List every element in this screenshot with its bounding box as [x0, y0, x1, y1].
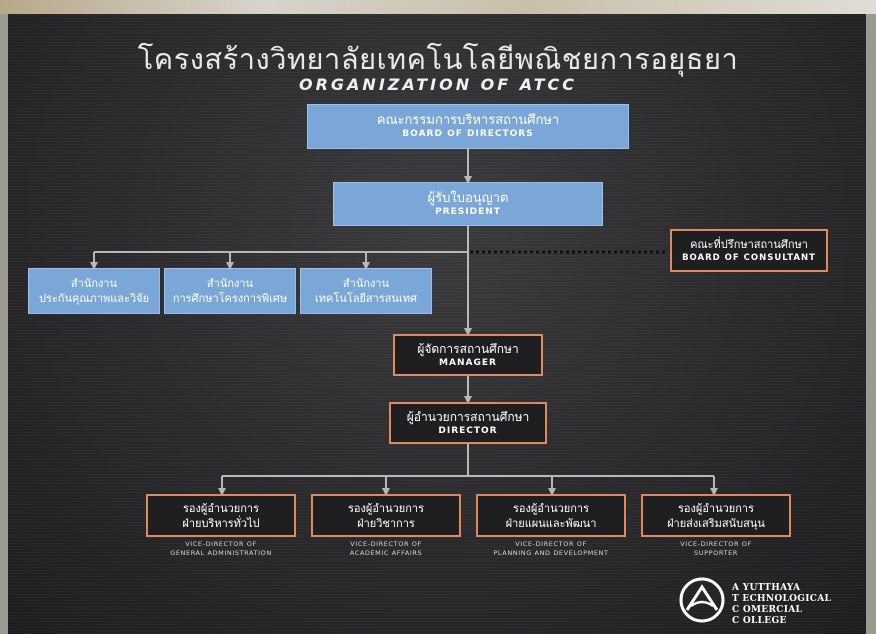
vice-director-general-admin-caption: VICE-DIRECTOR OF GENERAL ADMINISTRATION: [141, 540, 301, 558]
office-name: การศึกษาโครงการพิเศษ: [172, 292, 288, 305]
manager-box: ผู้จัดการสถานศึกษา MANAGER: [393, 334, 543, 376]
office-quality-research-box: สำนักงาน ประกันคุณภาพและวิจัย: [28, 268, 160, 314]
vice-director-planning-box: รองผู้อำนวยการ ฝ่ายแผนและพัฒนา: [476, 494, 626, 537]
office-special-projects-box: สำนักงาน การศึกษาโครงการพิเศษ: [164, 268, 296, 314]
manager-thai: ผู้จัดการสถานศึกษา: [417, 341, 519, 356]
office-name: ประกันคุณภาพและวิจัย: [38, 292, 150, 305]
vice-director-title: รองผู้อำนวยการ: [512, 501, 589, 515]
board-of-consultant-thai: คณะที่ปรึกษาสถานศึกษา: [690, 238, 808, 251]
caption-line: VICE-DIRECTOR OF: [680, 540, 752, 548]
caption-line: VICE-DIRECTOR OF: [185, 540, 257, 548]
board-of-directors-english: BOARD OF DIRECTORS: [402, 129, 534, 139]
chart-title-english: ORGANIZATION OF ATCC: [298, 75, 577, 94]
caption-line: GENERAL ADMINISTRATION: [170, 549, 272, 557]
president-thai: ผู้รับใบอนุญาต: [427, 190, 509, 206]
vice-director-academic-box: รองผู้อำนวยการ ฝ่ายวิชาการ: [311, 494, 461, 537]
board-of-directors-box: คณะกรรมการบริหารสถานศึกษา BOARD OF DIREC…: [307, 104, 629, 149]
vice-director-division: ฝ่ายแผนและพัฒนา: [505, 516, 597, 530]
vice-director-planning-caption: VICE-DIRECTOR OF PLANNING AND DEVELOPMEN…: [471, 540, 631, 558]
background-photo-strip: [0, 0, 876, 14]
board-of-directors-thai: คณะกรรมการบริหารสถานศึกษา: [376, 113, 560, 128]
vice-director-general-admin-box: รองผู้อำนวยการ ฝ่ายบริหารทั่วไป: [146, 494, 296, 537]
director-thai: ผู้อำนวยการสถานศึกษา: [406, 409, 530, 424]
board-of-consultant-box: คณะที่ปรึกษาสถานศึกษา BOARD OF CONSULTAN…: [670, 229, 828, 272]
caption-line: PLANNING AND DEVELOPMENT: [493, 549, 609, 557]
director-box: ผู้อำนวยการสถานศึกษา DIRECTOR: [389, 402, 547, 444]
president-box: ผู้รับใบอนุญาต PRESIDENT: [333, 182, 603, 226]
college-logo-icon: [679, 577, 725, 623]
office-name: เทคโนโลยีสารสนเทศ: [315, 292, 417, 305]
caption-line: SUPPORTER: [694, 549, 738, 557]
caption-line: VICE-DIRECTOR OF: [515, 540, 587, 548]
board-of-consultant-english: BOARD OF CONSULTANT: [682, 253, 816, 263]
vice-director-title: รองผู้อำนวยการ: [347, 501, 424, 515]
vice-director-division: ฝ่ายวิชาการ: [357, 516, 415, 530]
director-english: DIRECTOR: [438, 425, 498, 436]
office-label: สำนักงาน: [342, 277, 390, 290]
office-label: สำนักงาน: [206, 277, 254, 290]
president-english: PRESIDENT: [435, 206, 501, 217]
vice-director-supporter-caption: VICE-DIRECTOR OF SUPPORTER: [636, 540, 796, 558]
chart-title-thai: โครงสร้างวิทยาลัยเทคโนโลยีพณิชยการอยุธยา: [137, 42, 739, 76]
caption-line: VICE-DIRECTOR OF: [350, 540, 422, 548]
vice-director-supporter-box: รองผู้อำนวยการ ฝ่ายส่งเสริมสนับสนุน: [641, 494, 791, 537]
caption-line: ACADEMIC AFFAIRS: [349, 549, 423, 557]
vice-director-division: ฝ่ายส่งเสริมสนับสนุน: [667, 516, 765, 530]
logo-text-line: A YUTTHAYA: [732, 583, 801, 593]
logo-text-line: C OMERCIAL: [732, 605, 803, 615]
vice-director-title: รองผู้อำนวยการ: [182, 501, 259, 515]
vice-director-title: รองผู้อำนวยการ: [677, 501, 754, 515]
vice-director-academic-caption: VICE-DIRECTOR OF ACADEMIC AFFAIRS: [306, 540, 466, 558]
vice-director-division: ฝ่ายบริหารทั่วไป: [182, 516, 260, 530]
logo-text-line: T ECHNOLOGICAL: [732, 594, 832, 604]
manager-english: MANAGER: [439, 357, 497, 368]
office-it-box: สำนักงาน เทคโนโลยีสารสนเทศ: [300, 268, 432, 314]
college-logo-text: A YUTTHAYA T ECHNOLOGICAL C OMERCIAL C O…: [732, 583, 831, 627]
office-label: สำนักงาน: [70, 277, 118, 290]
logo-text-line: C OLLEGE: [732, 616, 787, 626]
